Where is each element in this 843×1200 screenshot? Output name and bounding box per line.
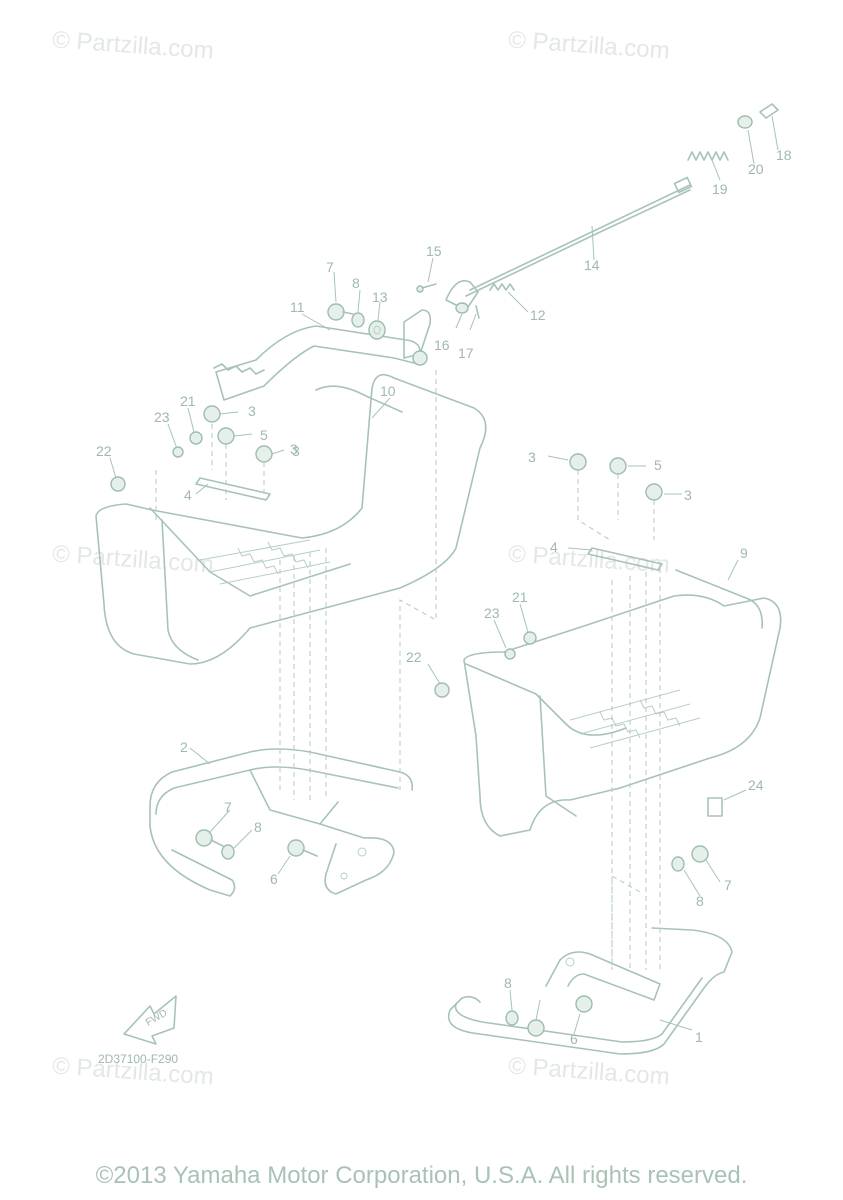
callout-label: 4 — [184, 487, 192, 503]
callout-label: 17 — [458, 345, 474, 361]
copyright-notice: ©2013 Yamaha Motor Corporation, U.S.A. A… — [95, 1162, 748, 1189]
callout-label: 19 — [712, 181, 728, 197]
callout-label: 21 — [512, 589, 528, 605]
callout-label: 5 — [654, 457, 662, 473]
callout-label: 15 — [426, 243, 442, 259]
fwd-label: FWD — [144, 1008, 169, 1029]
brake-pedal — [213, 303, 432, 401]
callout-label: 14 — [584, 257, 600, 273]
callout-label: 6 — [270, 871, 278, 887]
callout-label: 3 — [248, 403, 256, 419]
callout-label: 13 — [372, 289, 388, 305]
callout-label: 18 — [776, 147, 792, 163]
callout-label: 8 — [696, 893, 704, 909]
right-frame — [447, 845, 733, 1055]
callout-label: 1 — [695, 1029, 703, 1045]
left-frame — [149, 748, 414, 897]
callout-label: 3 — [528, 449, 536, 465]
callout-label: 24 — [748, 777, 764, 793]
left-footrest — [95, 373, 487, 665]
callout-label: 6 — [570, 1031, 578, 1047]
callout-label: 3 — [292, 443, 300, 459]
callout-label: 7 — [224, 799, 232, 815]
callout-label: 4 — [550, 539, 558, 555]
callout-label: 22 — [406, 649, 422, 665]
callout-label: 16 — [434, 337, 450, 353]
callout-label: 7 — [724, 877, 732, 893]
right-footrest — [434, 453, 782, 837]
callout-label: 21 — [180, 393, 196, 409]
leader-lines — [109, 115, 779, 1035]
callout-label: 12 — [530, 307, 546, 323]
callout-label: 20 — [748, 161, 764, 177]
callout-label: 10 — [380, 383, 396, 399]
callout-label: 11 — [290, 299, 305, 315]
brake-rod-assembly — [416, 103, 779, 319]
callout-label: 3 — [684, 487, 692, 503]
callout-label: 2 — [180, 739, 188, 755]
fwd-arrow-icon — [123, 995, 177, 1045]
callout-label: 8 — [504, 975, 512, 991]
callout-label: 8 — [352, 275, 360, 291]
callout-label: 23 — [154, 409, 170, 425]
callout-label: 23 — [484, 605, 500, 621]
callout-label: 7 — [326, 259, 334, 275]
callout-label: 5 — [260, 427, 268, 443]
diagram-code: 2D37100-F290 — [98, 1052, 179, 1066]
callout-label: 8 — [254, 819, 262, 835]
callout-label: 22 — [96, 443, 112, 459]
alignment-lines — [155, 370, 661, 970]
callout-label: 3 — [290, 441, 298, 457]
callout-label: 9 — [740, 545, 748, 561]
